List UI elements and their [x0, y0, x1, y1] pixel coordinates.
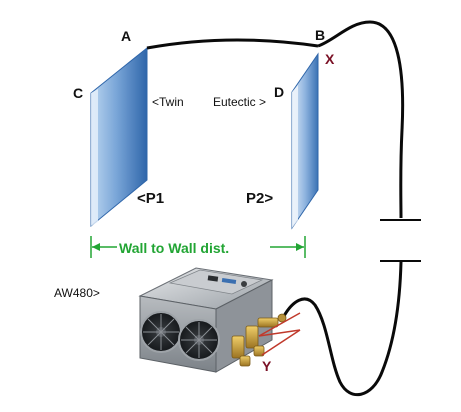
label-x: X [325, 51, 335, 67]
label-d: D [274, 84, 284, 100]
cable-capacitor-to-unit [282, 261, 403, 397]
label-eutectic: Eutectic > [213, 95, 266, 109]
aw480-device-icon [138, 267, 287, 373]
wall-right [291, 52, 319, 230]
distance-marker [90, 236, 306, 258]
cable-b-to-capacitor [317, 20, 405, 219]
label-twin: <Twin [152, 95, 184, 109]
label-distance: Wall to Wall dist. [119, 240, 229, 256]
brass-fittings-icon [231, 313, 287, 367]
label-c: C [73, 85, 83, 101]
capacitor-symbol-icon [380, 219, 421, 262]
label-p1: <P1 [137, 190, 164, 207]
label-unit: AW480> [54, 286, 100, 300]
label-p2: P2> [246, 190, 273, 207]
label-b: B [315, 27, 325, 43]
fan-left-icon [140, 311, 182, 353]
wall-left [90, 46, 148, 228]
connector-y-lines [258, 312, 301, 356]
cable-a-to-b [146, 38, 319, 50]
fan-right-icon [178, 319, 220, 361]
label-a: A [121, 28, 131, 44]
label-y: Y [262, 358, 272, 374]
